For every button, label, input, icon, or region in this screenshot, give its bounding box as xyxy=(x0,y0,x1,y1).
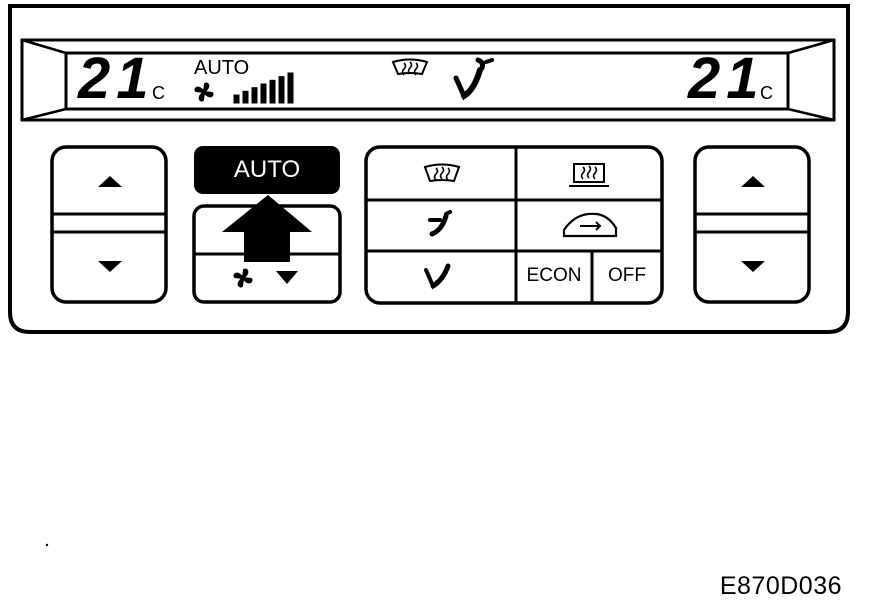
lcd-display xyxy=(20,38,836,122)
up-arrow-icon xyxy=(222,195,312,262)
figure-code: E870D036 xyxy=(719,572,842,600)
fan-level-bar xyxy=(233,94,240,104)
left-temp-down-button[interactable] xyxy=(98,261,122,272)
mode-button-grid xyxy=(364,145,664,305)
recirculation-car-icon xyxy=(562,212,618,238)
speck xyxy=(45,543,49,547)
left-temp-button-frame xyxy=(50,145,168,304)
econ-button-label: ECON xyxy=(526,265,582,286)
rear-defrost-button[interactable] xyxy=(517,148,661,199)
left-temp-up-button[interactable] xyxy=(98,176,122,187)
right-temp-button-frame xyxy=(693,145,811,304)
off-button-label: OFF xyxy=(608,265,646,286)
right-temp-down-button[interactable] xyxy=(741,261,765,272)
fan-icon xyxy=(233,268,253,288)
right-temp-buttons xyxy=(693,145,811,304)
display-mode-text: AUTO xyxy=(194,57,250,79)
fan-level-indicator xyxy=(233,72,294,104)
fan-level-bar xyxy=(287,72,294,104)
auto-button[interactable] xyxy=(194,146,340,194)
right-temp-value: 21 xyxy=(688,46,765,111)
fan-level-bar xyxy=(278,76,285,104)
face-and-foot-airflow-icon xyxy=(453,57,494,101)
right-temperature-readout: 21 xyxy=(688,50,765,108)
windshield-defrost-icon xyxy=(423,163,461,183)
fan-level-bar xyxy=(242,90,249,104)
left-temp-buttons xyxy=(50,145,168,304)
right-temp-unit: C xyxy=(760,83,773,103)
face-vent-airflow-icon xyxy=(428,210,452,237)
rear-window-defrost-icon xyxy=(569,163,609,187)
windshield-defrost-icon xyxy=(391,58,429,76)
fan-icon xyxy=(194,82,214,102)
auto-button-label: AUTO xyxy=(233,156,301,183)
foot-airflow-icon xyxy=(424,263,451,290)
left-temp-unit: C xyxy=(152,83,165,103)
left-temp-value: 21 xyxy=(78,46,155,111)
left-temperature-readout: 21 xyxy=(78,50,155,108)
fan-level-bar xyxy=(269,79,276,104)
fan-level-bar xyxy=(251,87,258,104)
fan-down-triangle-icon xyxy=(276,271,298,284)
right-temp-up-button[interactable] xyxy=(741,176,765,187)
fan-level-bar xyxy=(260,83,267,104)
